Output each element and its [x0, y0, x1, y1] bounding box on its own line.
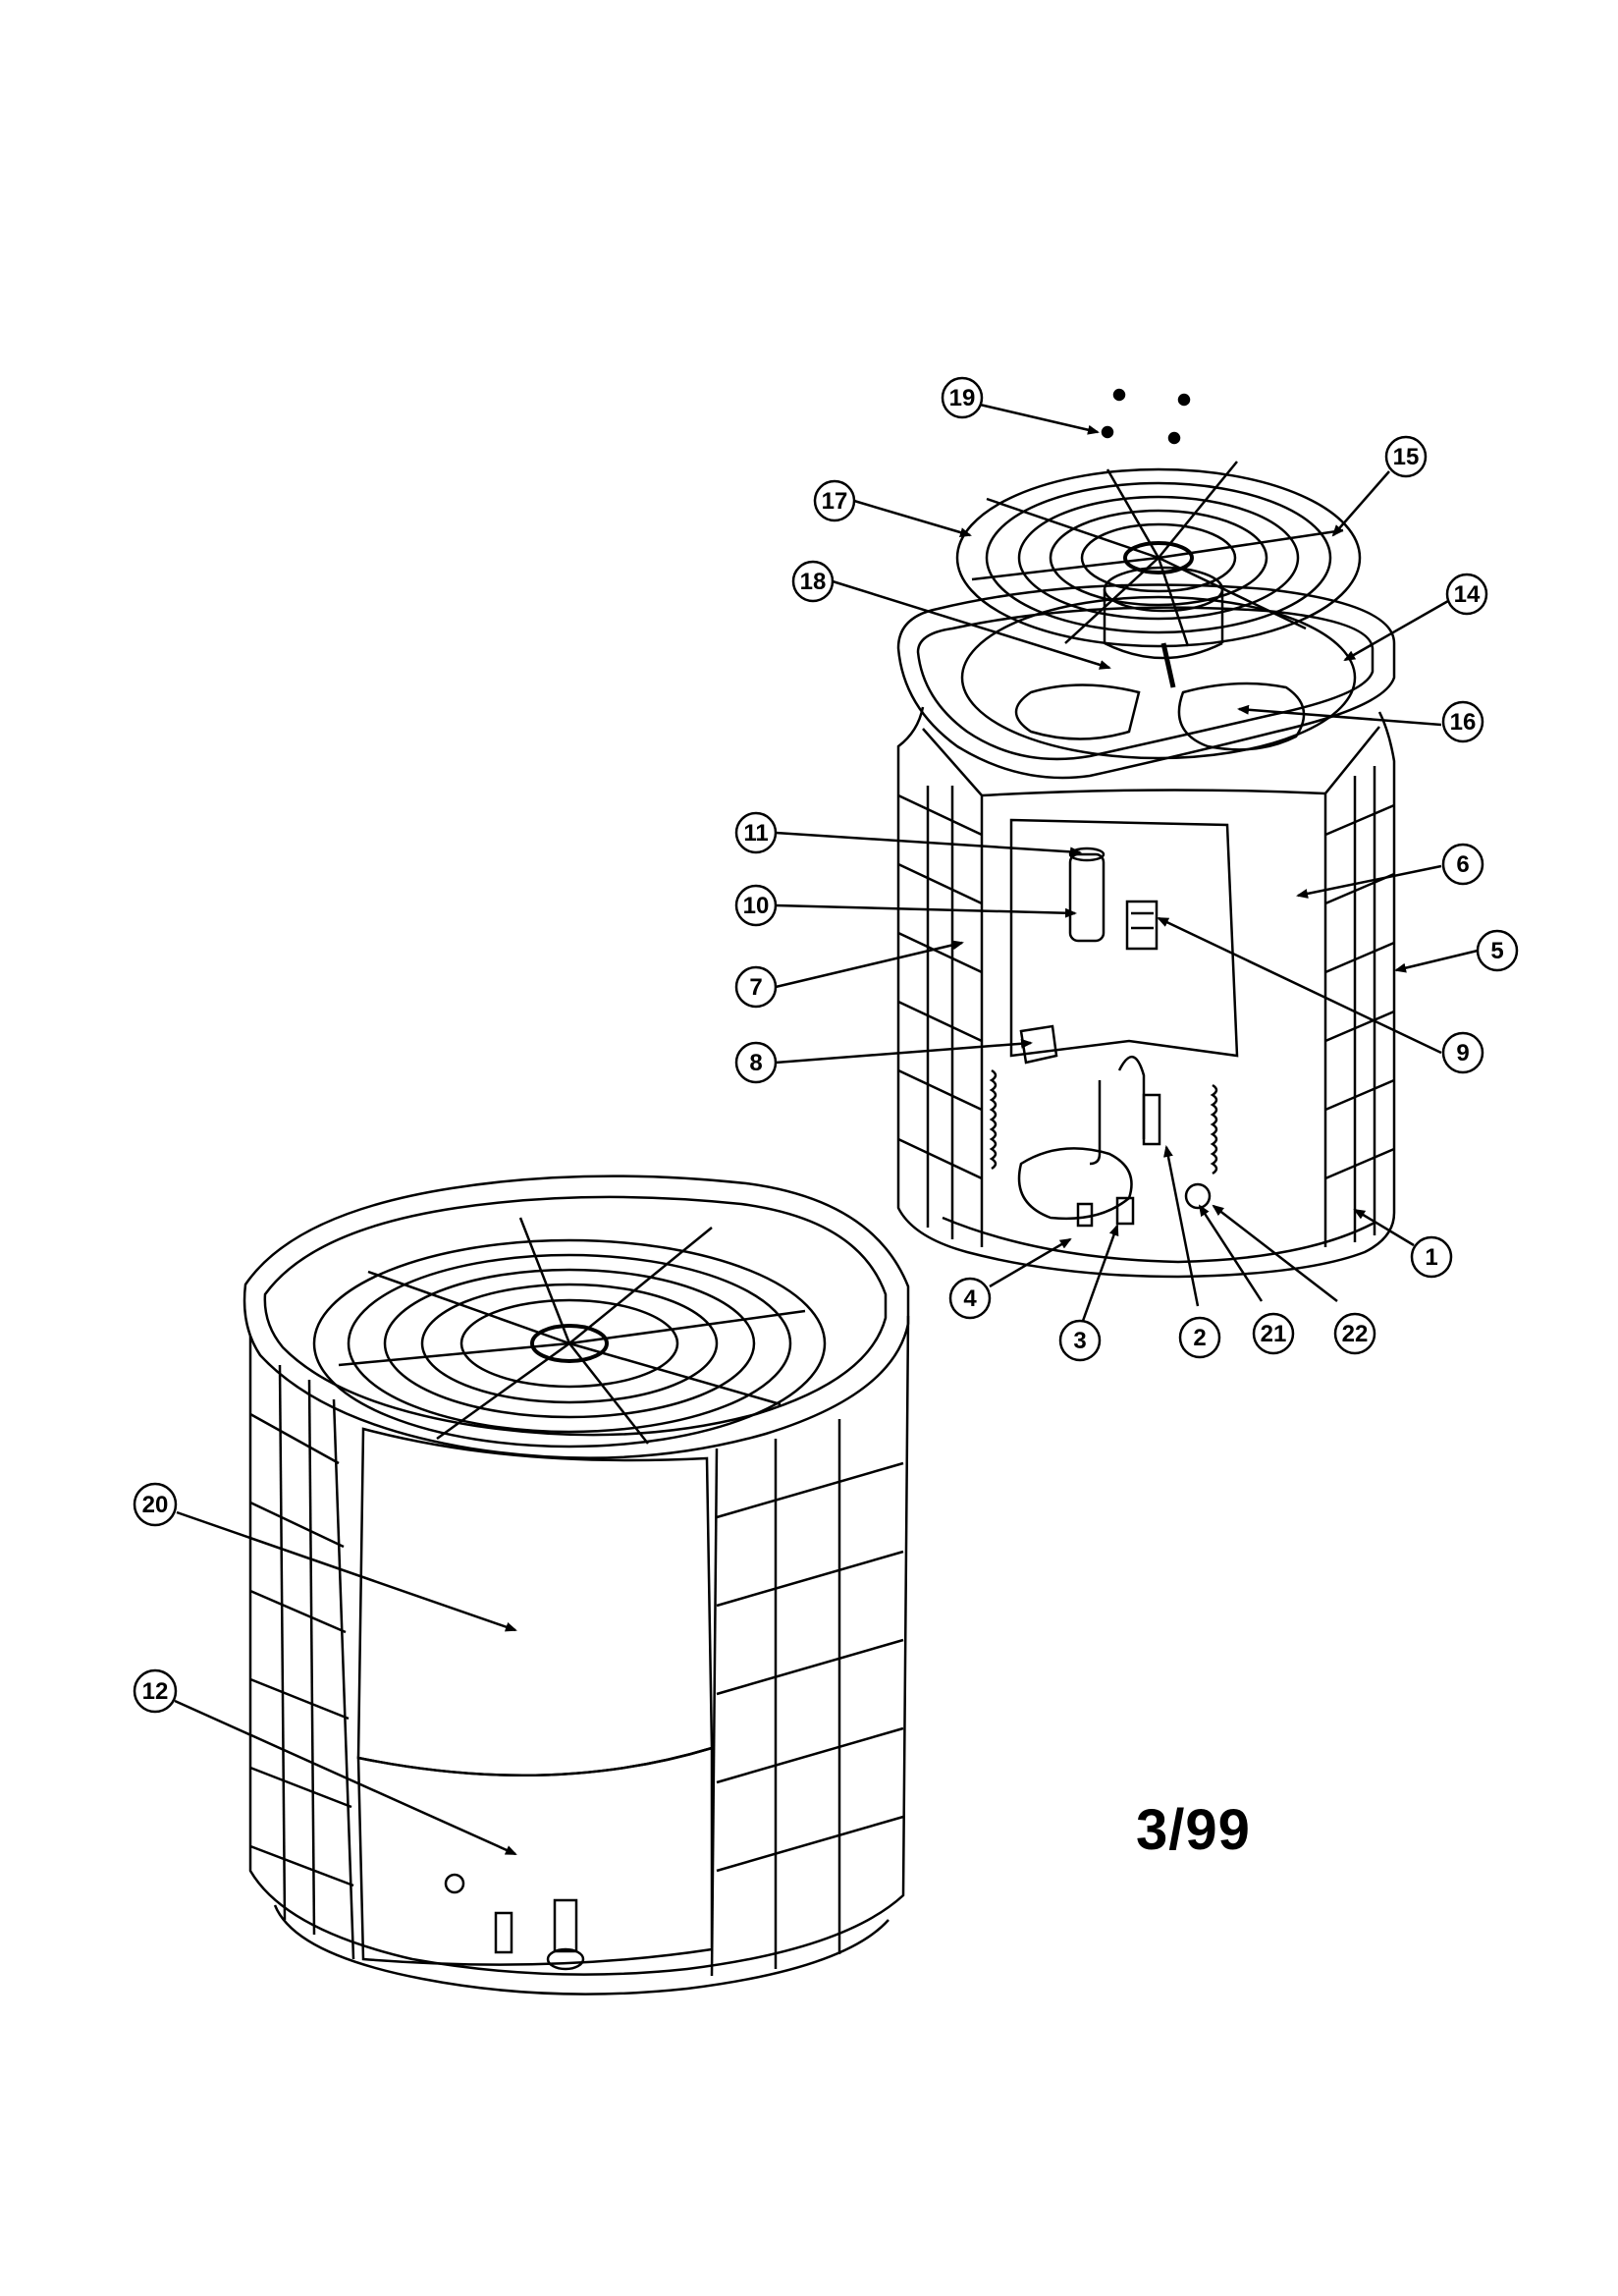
callout-11: 11: [734, 811, 778, 854]
svg-text:1: 1: [1425, 1244, 1437, 1271]
leader-lines: [174, 403, 1479, 1856]
callout-22: 22: [1333, 1312, 1376, 1355]
svg-text:9: 9: [1456, 1040, 1469, 1066]
callout-14: 14: [1445, 573, 1488, 616]
callout-9: 9: [1441, 1031, 1484, 1074]
callout-2: 2: [1178, 1316, 1221, 1359]
callouts: 19 15 17 14 18 16 11 6 10 5 7 9 8 1 4 3 …: [133, 376, 1519, 1714]
callout-4: 4: [948, 1277, 992, 1320]
svg-text:19: 19: [949, 385, 976, 411]
callout-8: 8: [734, 1041, 778, 1084]
svg-text:8: 8: [749, 1050, 762, 1076]
svg-text:17: 17: [822, 488, 848, 515]
callout-1: 1: [1410, 1235, 1453, 1279]
svg-text:15: 15: [1393, 444, 1420, 470]
svg-text:10: 10: [743, 893, 770, 919]
top-panel-exploded: [896, 583, 1396, 780]
callout-6: 6: [1441, 843, 1484, 886]
callout-10: 10: [734, 884, 778, 927]
callout-7: 7: [734, 965, 778, 1009]
svg-text:2: 2: [1193, 1325, 1206, 1351]
svg-text:3: 3: [1073, 1328, 1086, 1354]
callout-16: 16: [1441, 700, 1484, 743]
svg-text:14: 14: [1454, 581, 1481, 608]
callout-3: 3: [1058, 1319, 1102, 1362]
svg-text:16: 16: [1450, 709, 1477, 736]
exploded-unit: [896, 388, 1396, 1279]
fan-guard-assembled: [312, 1217, 827, 1449]
callout-20: 20: [133, 1482, 178, 1527]
callout-17: 17: [813, 479, 856, 522]
callout-21: 21: [1252, 1312, 1295, 1355]
assembled-unit: [243, 1175, 910, 1995]
date-code: 3/99: [1136, 1798, 1251, 1862]
cabinet-assembled: [248, 1315, 910, 1995]
svg-text:5: 5: [1490, 938, 1503, 964]
fan-guard-exploded: [955, 461, 1362, 648]
svg-text:4: 4: [963, 1285, 977, 1312]
callout-18: 18: [791, 560, 835, 603]
cabinet-exploded: [896, 706, 1396, 1279]
callout-15: 15: [1384, 435, 1428, 478]
svg-text:18: 18: [800, 569, 827, 595]
svg-text:20: 20: [142, 1492, 169, 1518]
svg-text:7: 7: [749, 974, 762, 1001]
callout-19: 19: [941, 376, 984, 419]
callout-12: 12: [133, 1668, 178, 1714]
svg-text:21: 21: [1261, 1321, 1287, 1347]
callout-5: 5: [1476, 929, 1519, 972]
svg-text:6: 6: [1456, 851, 1469, 878]
svg-text:11: 11: [743, 820, 768, 847]
svg-text:22: 22: [1342, 1321, 1369, 1347]
svg-text:12: 12: [142, 1678, 169, 1705]
